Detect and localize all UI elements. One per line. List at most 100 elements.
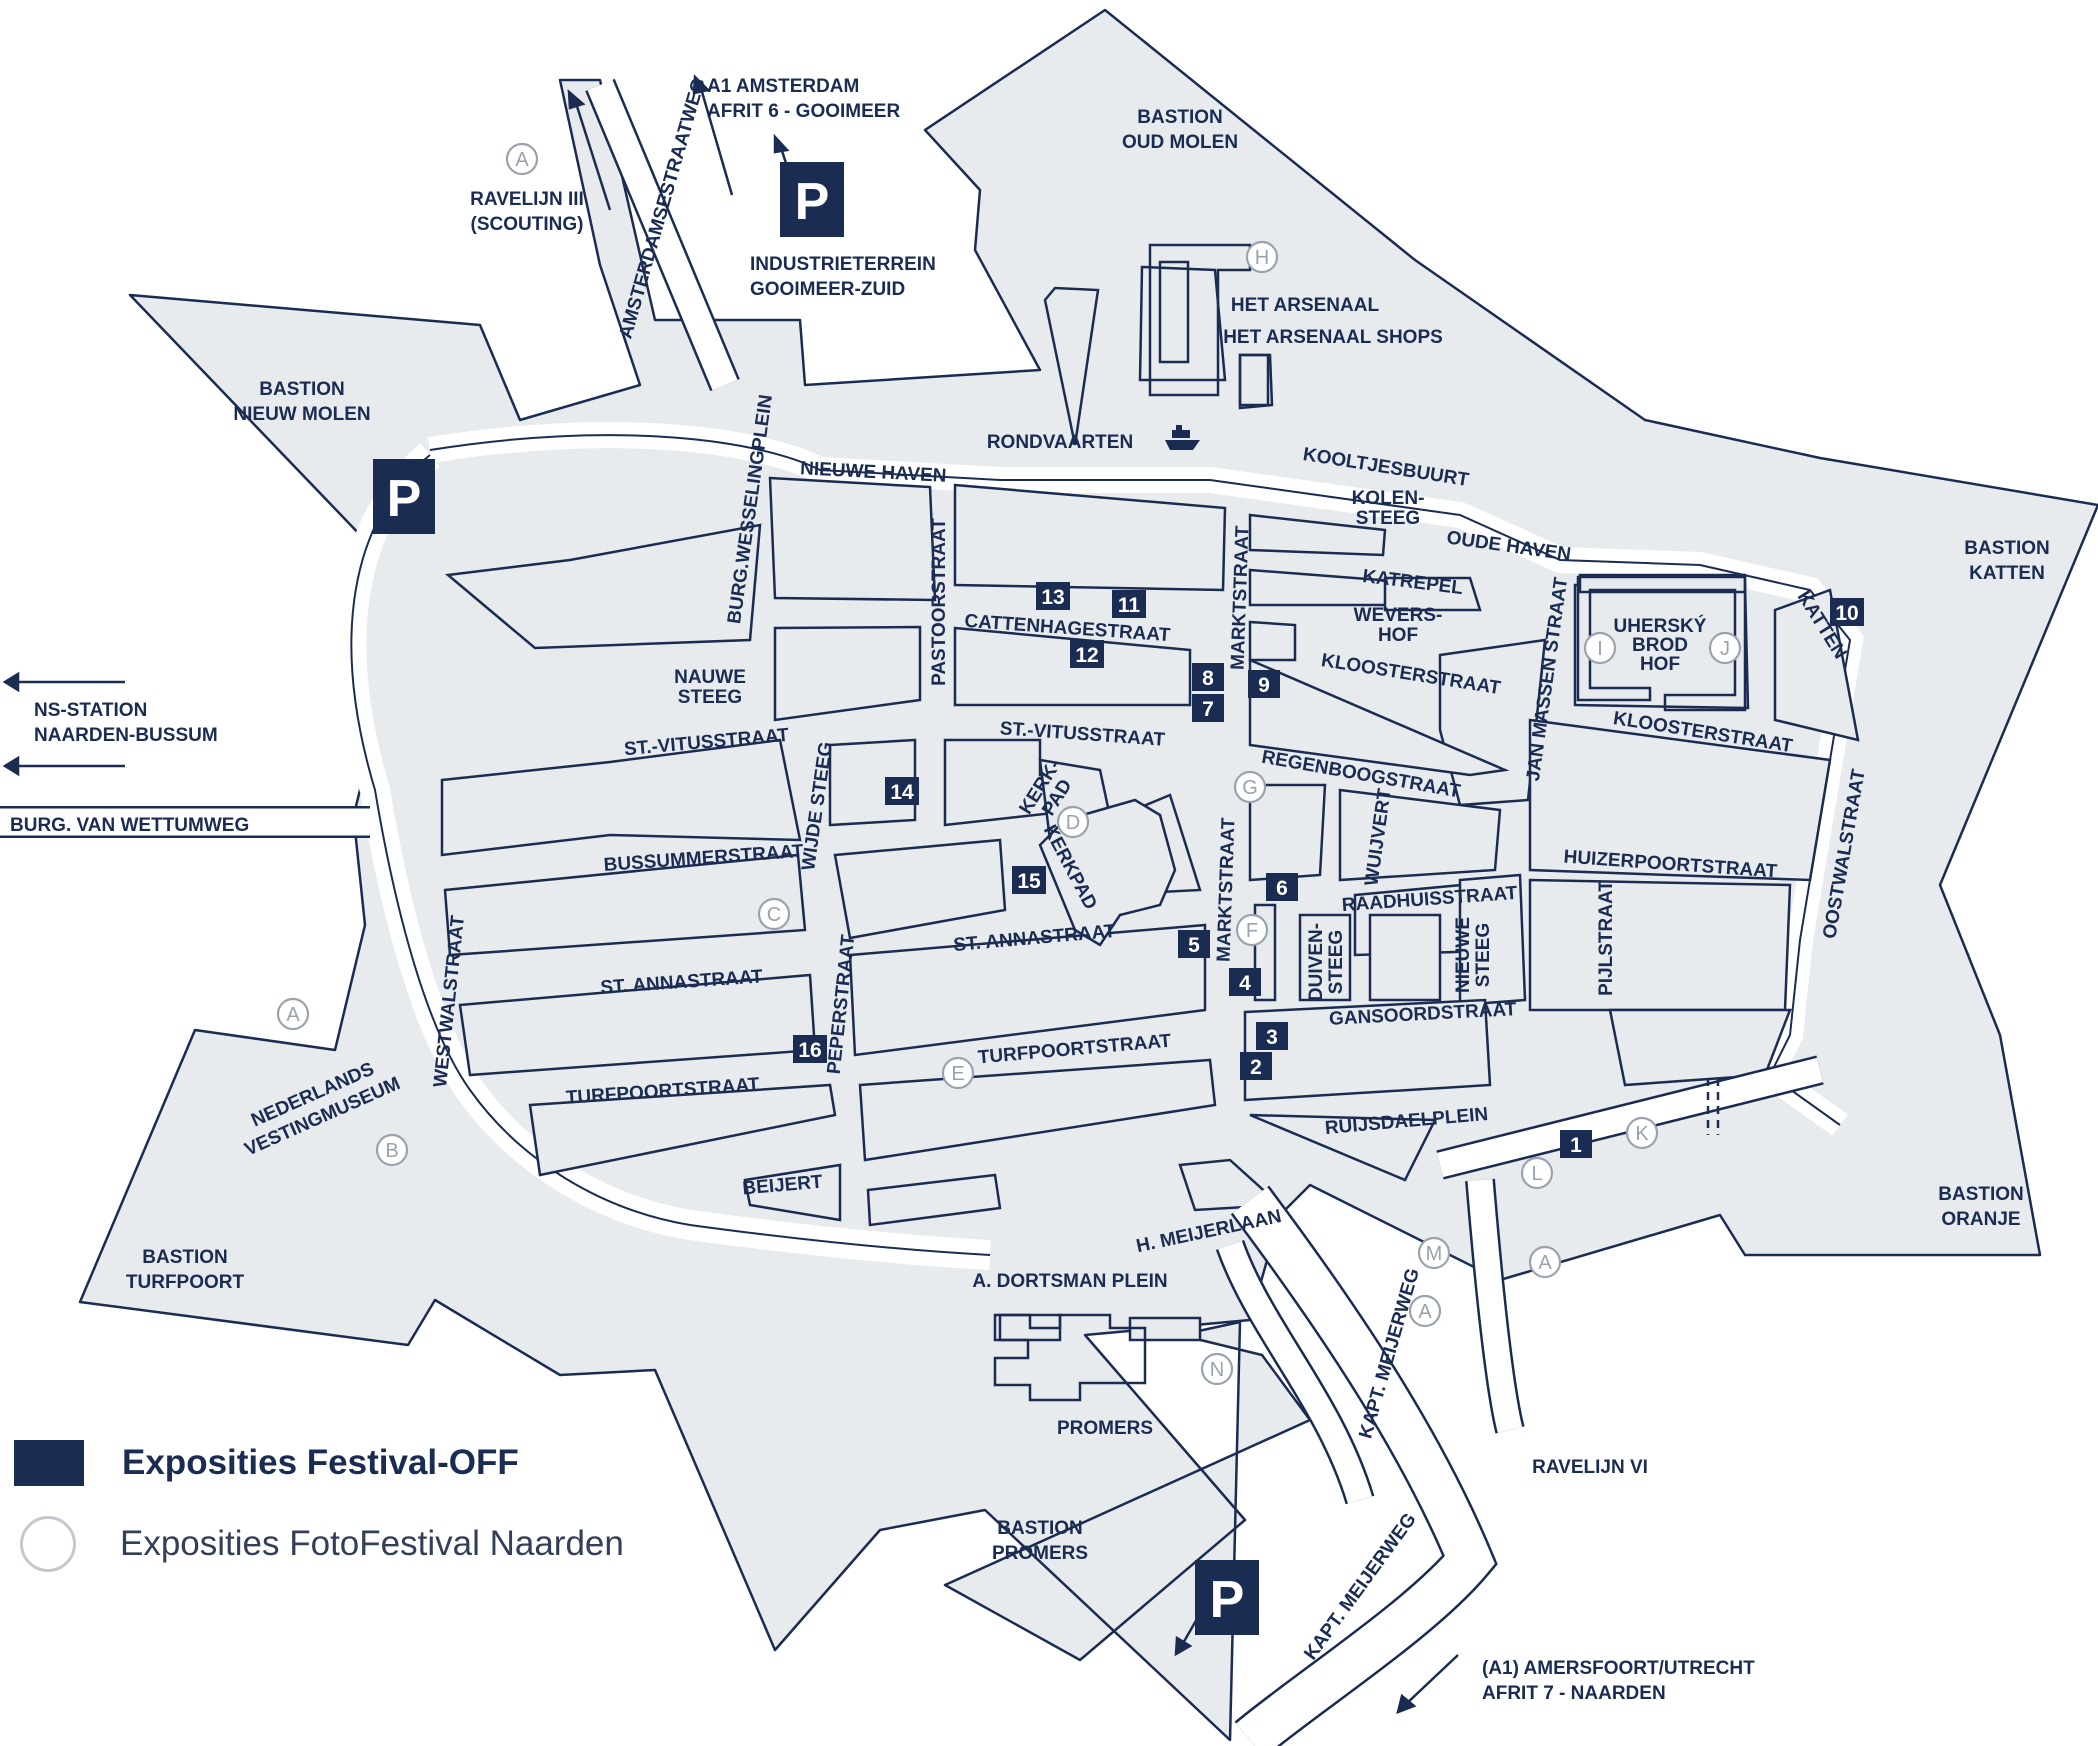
street-label: NIEUWE xyxy=(1453,917,1474,993)
circle-a[interactable]: A xyxy=(1528,1245,1562,1279)
circle-i[interactable]: I xyxy=(1583,631,1617,665)
boat-icon xyxy=(1165,425,1200,450)
marker-4[interactable]: 4 xyxy=(1229,968,1261,996)
area-label: BASTION xyxy=(259,379,345,400)
circle-a[interactable]: A xyxy=(505,142,539,176)
circle-g[interactable]: G xyxy=(1233,770,1267,804)
marker-7[interactable]: 7 xyxy=(1192,694,1224,722)
promers-building xyxy=(993,1313,1147,1402)
legend-label: Exposities Festival-OFF xyxy=(122,1443,519,1482)
marker-10[interactable]: 10 xyxy=(1830,598,1864,626)
marker-2[interactable]: 2 xyxy=(1240,1052,1272,1080)
svg-text:RAVELIJN III(SCOUTING): RAVELIJN III (SCOUTING) xyxy=(470,189,584,235)
arrow-up-icon xyxy=(567,89,586,110)
marker-8[interactable]: 8 xyxy=(1192,663,1224,691)
circle-letter: A xyxy=(286,1004,300,1026)
direction-label: (SCOUTING) xyxy=(471,214,584,235)
marker-1[interactable]: 1 xyxy=(1560,1130,1592,1158)
area-label: BASTION xyxy=(997,1518,1083,1539)
area-label: BROD xyxy=(1632,635,1688,656)
marker-number: 4 xyxy=(1239,972,1251,995)
circle-l[interactable]: L xyxy=(1520,1156,1554,1190)
direction-label: INDUSTRIETERREIN xyxy=(750,254,936,275)
circle-k[interactable]: K xyxy=(1625,1116,1659,1150)
marker-9[interactable]: 9 xyxy=(1248,670,1280,698)
marker-number: 14 xyxy=(890,781,914,804)
marker-number: 7 xyxy=(1202,698,1214,721)
circle-letter: M xyxy=(1426,1243,1443,1265)
arsenaal-buildings xyxy=(1148,243,1270,407)
area-label: OUD MOLEN xyxy=(1122,132,1238,153)
direction-label: A1 AMSTERDAM xyxy=(707,76,859,97)
marker-number: 2 xyxy=(1250,1056,1262,1079)
marker-13[interactable]: 13 xyxy=(1036,582,1070,610)
circle-d[interactable]: D xyxy=(1056,805,1090,839)
marker-number: 10 xyxy=(1835,602,1858,625)
circle-a[interactable]: A xyxy=(276,997,310,1031)
svg-text:DUIVEN-STEEG: DUIVEN-STEEG xyxy=(1306,923,1347,1001)
fotofestival-circles: A A A A B C D E F G H I J K L M N xyxy=(276,142,1742,1386)
circle-b[interactable]: B xyxy=(375,1133,409,1167)
circle-letter: F xyxy=(1246,920,1258,942)
marker-3[interactable]: 3 xyxy=(1256,1022,1288,1050)
direction-label: RAVELIJN III xyxy=(470,189,584,210)
area-label: UHERSKÝ xyxy=(1614,615,1707,637)
circle-letter: A xyxy=(515,149,529,171)
circle-m[interactable]: M xyxy=(1417,1236,1451,1270)
circle-h[interactable]: H xyxy=(1245,240,1279,274)
direction-label: AFRIT 6 - GOOIMEER xyxy=(707,101,900,122)
circle-letter: H xyxy=(1255,247,1269,269)
uhersky-brod-hof-building xyxy=(1576,575,1747,712)
marker-number: 9 xyxy=(1258,674,1270,697)
circle-j[interactable]: J xyxy=(1708,631,1742,665)
area-label: HOF xyxy=(1640,654,1680,675)
arrow-down-left-icon xyxy=(1174,1635,1193,1657)
circle-n[interactable]: N xyxy=(1200,1352,1234,1386)
circle-a[interactable]: A xyxy=(1408,1294,1442,1328)
marker-5[interactable]: 5 xyxy=(1178,930,1210,958)
circle-letter: A xyxy=(1418,1301,1432,1323)
street-label: PIJLSTRAAT xyxy=(1596,880,1617,996)
marker-number: 8 xyxy=(1202,667,1214,690)
marker-11[interactable]: 11 xyxy=(1112,590,1146,618)
area-label: KATTEN xyxy=(1969,563,2045,584)
marker-number: 6 xyxy=(1276,877,1288,900)
street-label: MARKTSTRAAT xyxy=(1213,817,1239,962)
marker-15[interactable]: 15 xyxy=(1012,866,1046,894)
legend: Exposities Festival-OFF Exposities FotoF… xyxy=(14,1440,714,1580)
marker-16[interactable]: 16 xyxy=(793,1035,827,1063)
direction-label: AFRIT 7 - NAARDEN xyxy=(1482,1683,1666,1704)
marker-number: 1 xyxy=(1570,1134,1582,1157)
area-label: BASTION xyxy=(1137,107,1223,128)
area-label: PROMERS xyxy=(1057,1418,1153,1439)
marker-14[interactable]: 14 xyxy=(885,777,919,805)
svg-text:KOLEN-STEEG: KOLEN-STEEG xyxy=(1352,488,1425,529)
direction-label: NAARDEN-BUSSUM xyxy=(34,725,218,746)
legend-item-festival-off: Exposities Festival-OFF xyxy=(14,1440,519,1486)
area-label: BASTION xyxy=(142,1247,228,1268)
area-label: ORANJE xyxy=(1941,1209,2020,1230)
circle-e[interactable]: E xyxy=(941,1056,975,1090)
circle-letter: K xyxy=(1635,1123,1649,1145)
parking-icon: P xyxy=(795,173,830,231)
street-label: DUIVEN- xyxy=(1306,923,1327,1001)
direction-arrows xyxy=(2,74,1459,1715)
circle-f[interactable]: F xyxy=(1235,913,1269,947)
marker-number: 11 xyxy=(1118,594,1141,617)
direction-label: GOOIMEER-ZUID xyxy=(750,279,905,300)
marker-6[interactable]: 6 xyxy=(1266,873,1298,901)
area-label: TURFPOORT xyxy=(126,1272,245,1293)
circle-letter: G xyxy=(1242,777,1258,799)
circle-c[interactable]: C xyxy=(757,897,791,931)
dashed-path xyxy=(1706,1078,1720,1135)
fotofestival-circle-icon xyxy=(20,1516,76,1572)
marker-12[interactable]: 12 xyxy=(1070,640,1104,668)
